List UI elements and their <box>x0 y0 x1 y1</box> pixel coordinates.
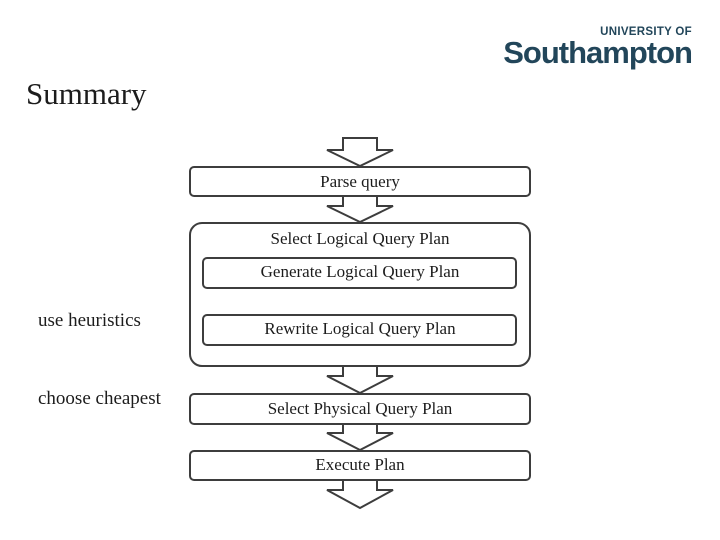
box-rewrite-logical <box>202 314 517 346</box>
text-parse-query: Parse query <box>320 172 400 191</box>
slide-title: Summary <box>26 76 147 111</box>
label-choose-cheapest: choose cheapest <box>38 388 161 409</box>
arrow-select-logical-to-select-physical <box>326 365 394 395</box>
arrow-select-physical-to-execute <box>326 423 394 452</box>
arrow-into-parse <box>326 137 394 168</box>
box-execute-plan <box>189 450 531 481</box>
box-parse-query <box>189 166 531 197</box>
arrow-parse-to-select-logical <box>326 195 394 224</box>
university-logo: UNIVERSITY OF Southampton <box>503 26 693 70</box>
label-use-heuristics: use heuristics <box>38 310 141 331</box>
text-execute-plan: Execute Plan <box>315 455 405 474</box>
text-generate-logical: Generate Logical Query Plan <box>260 262 460 281</box>
text-rewrite-logical: Rewrite Logical Query Plan <box>264 319 456 338</box>
box-generate-logical <box>202 257 517 289</box>
logo-university-of: UNIVERSITY OF <box>600 26 692 38</box>
logo-southampton: Southampton <box>503 35 693 70</box>
box-select-physical <box>189 393 531 425</box>
text-select-physical: Select Physical Query Plan <box>267 399 453 418</box>
arrow-out-of-execute <box>326 479 394 510</box>
text-select-logical: Select Logical Query Plan <box>270 229 450 248</box>
